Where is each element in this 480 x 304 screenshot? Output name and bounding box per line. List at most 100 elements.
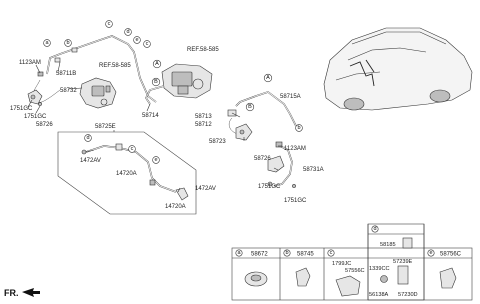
- table-letter-d: d: [373, 226, 376, 232]
- connector-icon: [402, 237, 413, 249]
- label-1472av-right: 1472AV: [195, 186, 216, 192]
- hose-end-fitting: [81, 149, 87, 155]
- table-part-d-5: 57230D: [398, 292, 418, 298]
- abs-module-block: [171, 71, 193, 87]
- label-58713: 58713: [195, 114, 212, 120]
- table-part-d-1: 58185: [380, 242, 396, 248]
- label-58723: 58723: [209, 139, 226, 145]
- sensor-bolt-right: [239, 129, 245, 135]
- svg-text:B: B: [248, 104, 252, 110]
- svg-text:B: B: [154, 79, 158, 85]
- callout-c-1: c: [105, 20, 113, 28]
- svg-text:c: c: [131, 146, 134, 152]
- holder-icon: [397, 265, 409, 285]
- callout-A-2: A: [263, 73, 273, 83]
- callout-B-2: B: [245, 102, 255, 112]
- label-1751gc-right-1: 1751GC: [258, 184, 281, 190]
- label-1751gc-left-2: 1751GC: [24, 114, 47, 120]
- bracket-icon: [335, 275, 361, 297]
- car-wheel-front: [343, 97, 365, 111]
- table-frame: [231, 247, 473, 301]
- bolt-right-2: [292, 184, 296, 188]
- label-14720a-b: 14720A: [165, 204, 186, 210]
- hose-fitting: [175, 187, 189, 201]
- hydraulic-unit-left-port: [105, 85, 111, 93]
- table-part-d-4: 56138A: [369, 292, 389, 298]
- callout-d-1: d: [124, 28, 132, 36]
- table-part-d-3: 1339CC: [369, 266, 390, 272]
- callout-c-3: c: [128, 145, 136, 153]
- svg-text:d: d: [86, 135, 89, 141]
- retainer-icon: [439, 267, 457, 289]
- table-letter-c: c: [330, 250, 333, 256]
- label-14720a-a: 14720A: [116, 171, 137, 177]
- hose-clip-a: [115, 143, 123, 151]
- hose-set-box: [57, 131, 197, 215]
- label-58715a: 58715A: [280, 94, 301, 100]
- clip-1: [54, 57, 61, 63]
- car-wheel-rear: [429, 89, 451, 103]
- svg-text:b: b: [297, 125, 300, 131]
- label-58711b: 58711B: [56, 71, 76, 77]
- label-1751gc-left-1: 1751GC: [10, 106, 33, 112]
- clip-2: [71, 47, 78, 53]
- label-58712: 58712: [195, 122, 212, 128]
- table-part-d-2: 57239E: [393, 259, 413, 265]
- table-part-a: 58672: [251, 252, 268, 258]
- svg-text:d: d: [126, 29, 129, 35]
- svg-text:c: c: [146, 41, 149, 47]
- table-part-e: 58756C: [440, 252, 462, 258]
- abs-module-motor: [192, 78, 204, 90]
- table-letter-a: a: [237, 250, 241, 256]
- nut-icon: [380, 275, 388, 283]
- bolt-right-1: [267, 181, 273, 187]
- label-1751gc-right-2: 1751GC: [284, 198, 307, 204]
- svg-text:A: A: [155, 61, 159, 67]
- table-letter-e: e: [429, 250, 432, 256]
- table-part-c-2: 57556C: [345, 268, 365, 274]
- svg-text:e: e: [135, 37, 138, 43]
- bolt-1123am-right: [275, 141, 283, 148]
- callout-A-1: A: [152, 59, 162, 69]
- bolt-left-2: [38, 102, 42, 106]
- parts-table: a 58672 b 58745 c 1799JC 57556C d 58185 …: [231, 223, 473, 301]
- abs-module-base: [177, 85, 189, 95]
- callout-b-2: b: [295, 124, 303, 132]
- callout-e-2: e: [152, 156, 160, 164]
- label-58731a: 58731A: [303, 167, 324, 173]
- callout-d-2: d: [84, 134, 92, 142]
- hydraulic-unit-left-block: [91, 85, 105, 97]
- bolt-left-1: [30, 94, 36, 100]
- car-illustration: [323, 27, 473, 111]
- front-arrow-icon: [22, 288, 40, 297]
- label-58725e: 58725E: [95, 124, 116, 130]
- callout-b-1: b: [64, 39, 72, 47]
- label-1123am-right: 1123AM: [284, 146, 306, 152]
- callout-B-1: B: [151, 77, 161, 87]
- svg-text:c: c: [108, 21, 111, 27]
- table-letter-b: b: [285, 250, 288, 256]
- callout-a-1: a: [43, 39, 51, 47]
- front-indicator-label: FR.: [4, 288, 19, 298]
- label-58732: 58732: [60, 88, 77, 94]
- label-1123am-left: 1123AM: [19, 60, 41, 66]
- rear-sensor: [267, 155, 285, 173]
- table-part-c-1: 1799JC: [332, 261, 351, 267]
- svg-text:A: A: [266, 75, 270, 81]
- hose-clip-b: [149, 179, 156, 186]
- svg-text:e: e: [154, 157, 157, 163]
- svg-text:b: b: [66, 40, 69, 46]
- label-ref-top: REF.58-585: [187, 47, 219, 53]
- table-part-b: 58745: [297, 252, 314, 258]
- brake-hose-lower: [85, 145, 177, 193]
- clip-icon: [295, 267, 311, 287]
- label-58714: 58714: [142, 113, 159, 119]
- svg-text:a: a: [45, 40, 49, 46]
- bolt-1123am-left: [37, 71, 44, 77]
- label-ref-left: REF.58-585: [99, 63, 131, 69]
- hydraulic-unit-left-motor: [100, 98, 108, 106]
- label-58726-right: 58726: [254, 156, 271, 162]
- label-58726-left: 58726: [36, 122, 53, 128]
